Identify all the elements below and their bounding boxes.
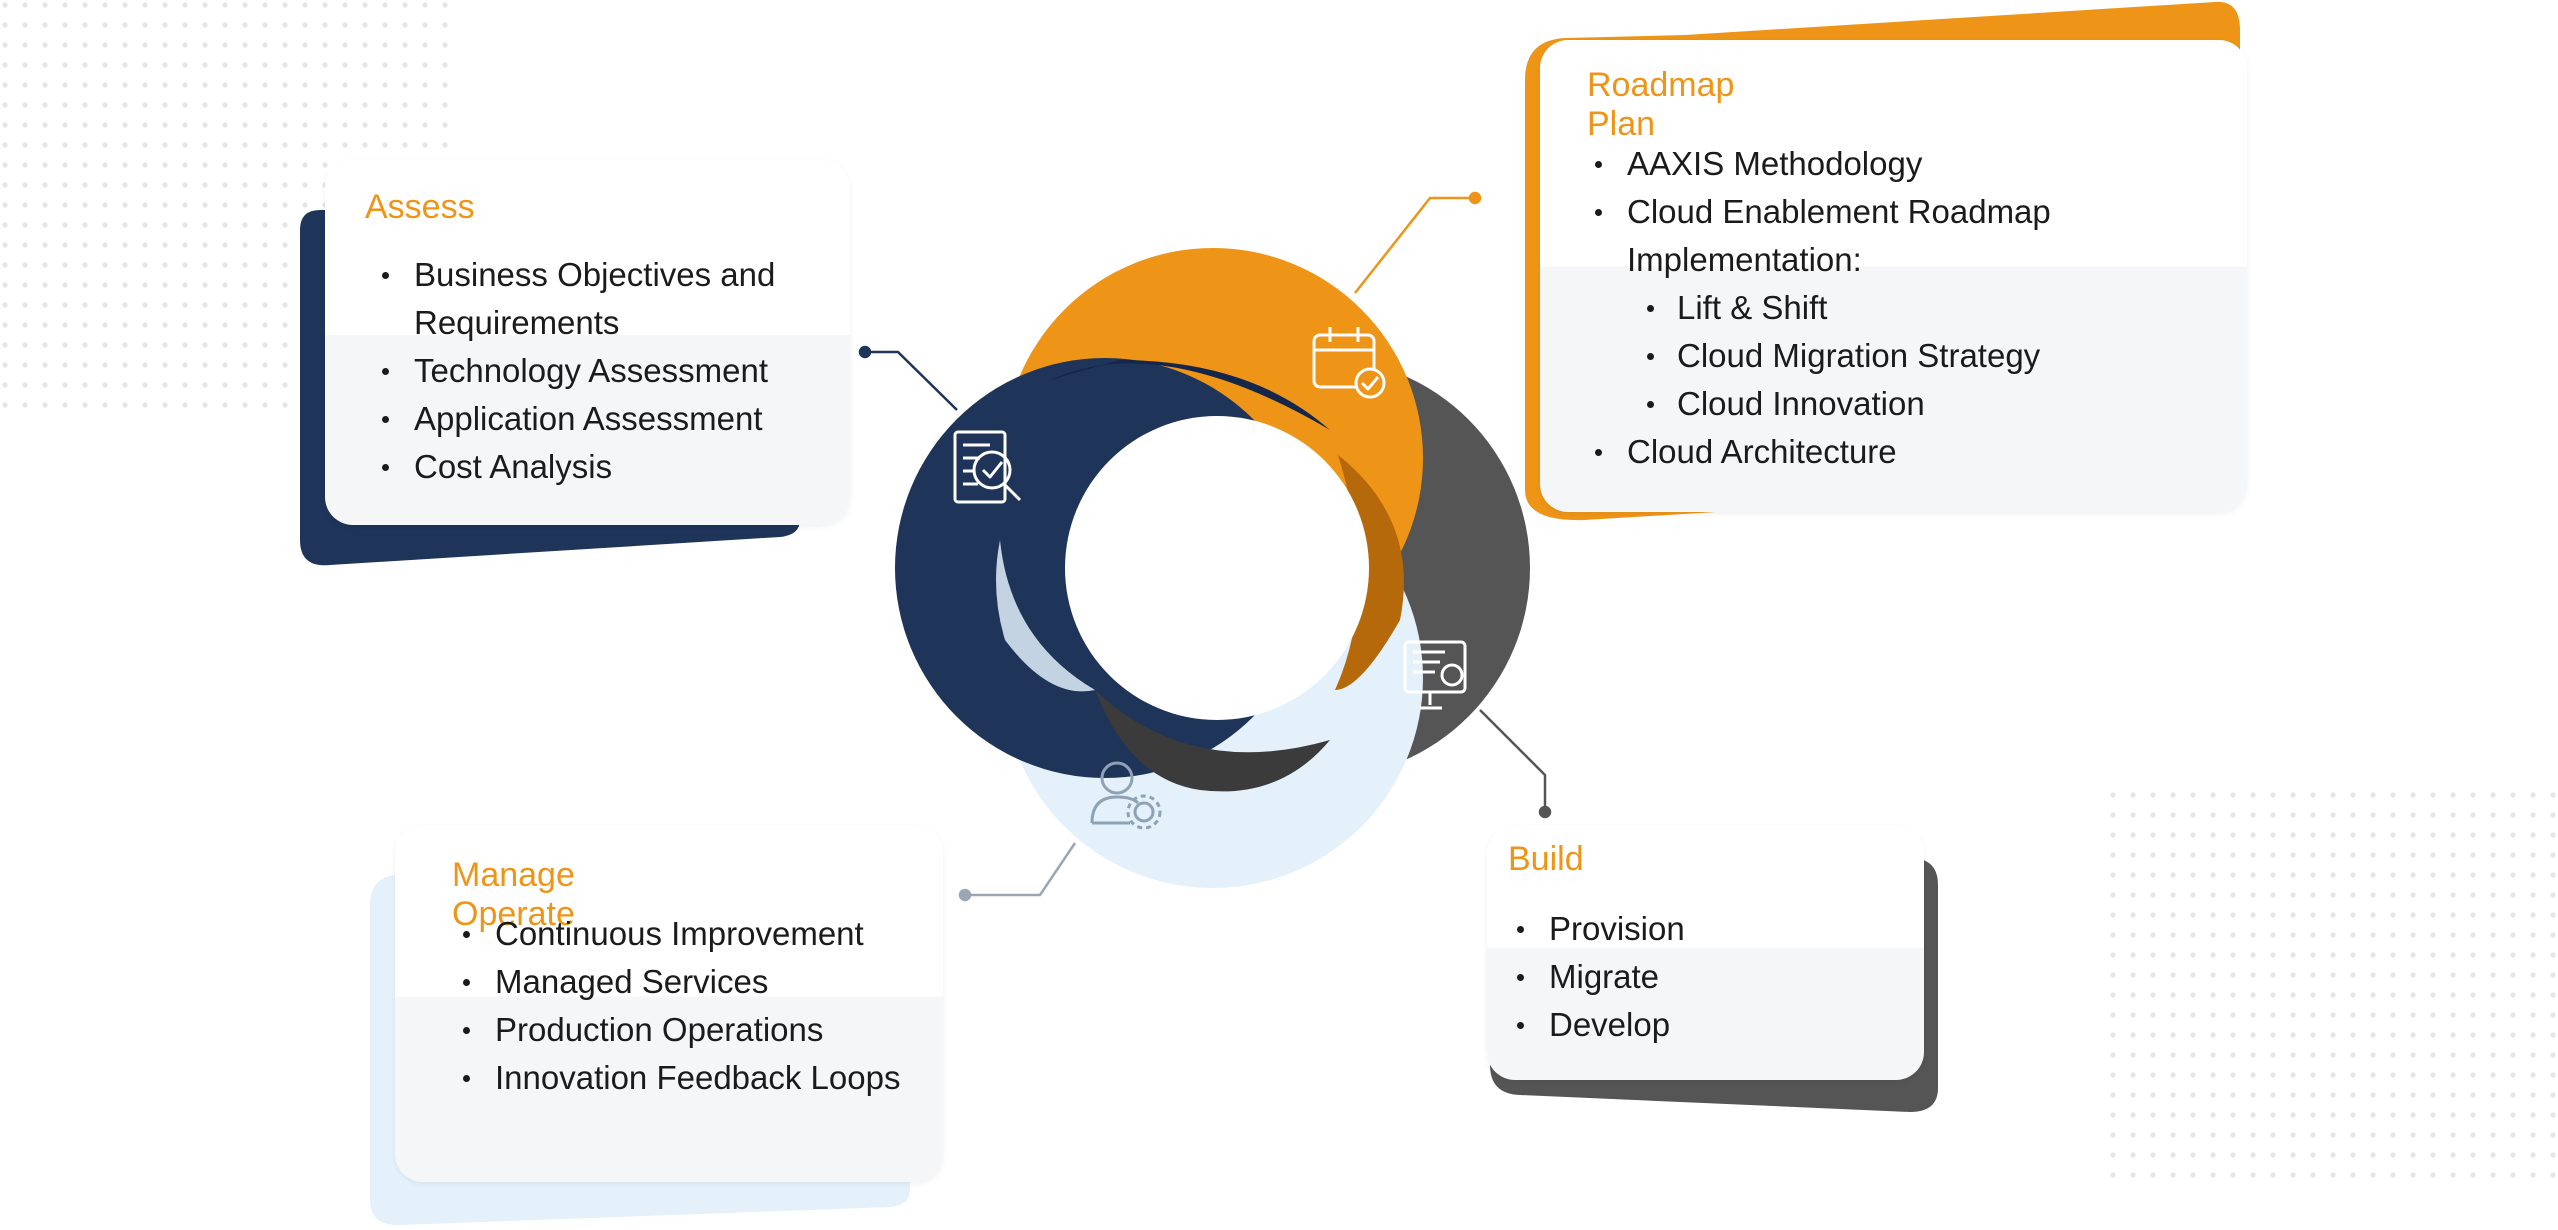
overlap-orange-gray — [1335, 455, 1404, 690]
build-title: Build — [1508, 840, 1584, 878]
manage-item: Production Operations — [453, 1006, 933, 1054]
build-item: Develop — [1507, 1001, 1887, 1049]
connector-roadmap — [1354, 191, 1482, 294]
roadmap-subitem: Cloud Innovation — [1585, 380, 2225, 428]
roadmap-item: Cloud Enablement Roadmap — [1585, 188, 2225, 236]
assess-item: Cost Analysis — [372, 443, 842, 491]
monitor-settings-icon — [1403, 640, 1467, 710]
dot-pattern-bottom-right — [2108, 790, 2558, 1190]
manage-title: Manage Operate — [452, 856, 575, 933]
roadmap-item: Cloud Architecture — [1585, 428, 2225, 476]
assess-item: Technology Assessment — [372, 347, 842, 395]
calendar-check-icon — [1312, 327, 1386, 399]
roadmap-list: AAXIS Methodology Cloud Enablement Roadm… — [1585, 140, 2225, 476]
build-list: Provision Migrate Develop — [1507, 905, 1887, 1049]
build-item: Migrate — [1507, 953, 1887, 1001]
center-hole — [1065, 416, 1369, 720]
roadmap-subitem: Cloud Migration Strategy — [1585, 332, 2225, 380]
connector-build — [1479, 709, 1552, 819]
manage-card — [395, 825, 943, 1182]
roadmap-title: Roadmap Plan — [1587, 66, 1735, 143]
assess-item: Business Objectives and — [372, 251, 842, 299]
manage-item: Innovation Feedback Loops — [453, 1054, 933, 1102]
connector-manage — [958, 842, 1077, 902]
connector-assess — [858, 345, 958, 411]
document-search-icon — [953, 430, 1022, 504]
assess-list: Business Objectives and Requirements Tec… — [372, 251, 842, 491]
overlap-blue-navy — [996, 540, 1095, 692]
assess-item: Application Assessment — [372, 395, 842, 443]
build-item: Provision — [1507, 905, 1887, 953]
manage-item: Managed Services — [453, 958, 933, 1006]
roadmap-item: AAXIS Methodology — [1585, 140, 2225, 188]
manage-item: Continuous Improvement — [453, 910, 933, 958]
roadmap-item-continued: Implementation: — [1627, 241, 1862, 278]
roadmap-card — [1540, 40, 2247, 512]
overlap-gray-blue — [1095, 690, 1330, 792]
manage-list: Continuous Improvement Managed Services … — [453, 910, 933, 1102]
assess-item-continued: Requirements — [414, 304, 620, 341]
assess-card — [325, 160, 850, 525]
roadmap-subitem: Lift & Shift — [1585, 284, 2225, 332]
user-gear-icon — [1090, 761, 1162, 830]
build-card — [1487, 825, 1924, 1080]
overlap-navy-orange — [1050, 360, 1330, 430]
assess-title: Assess — [365, 188, 475, 226]
